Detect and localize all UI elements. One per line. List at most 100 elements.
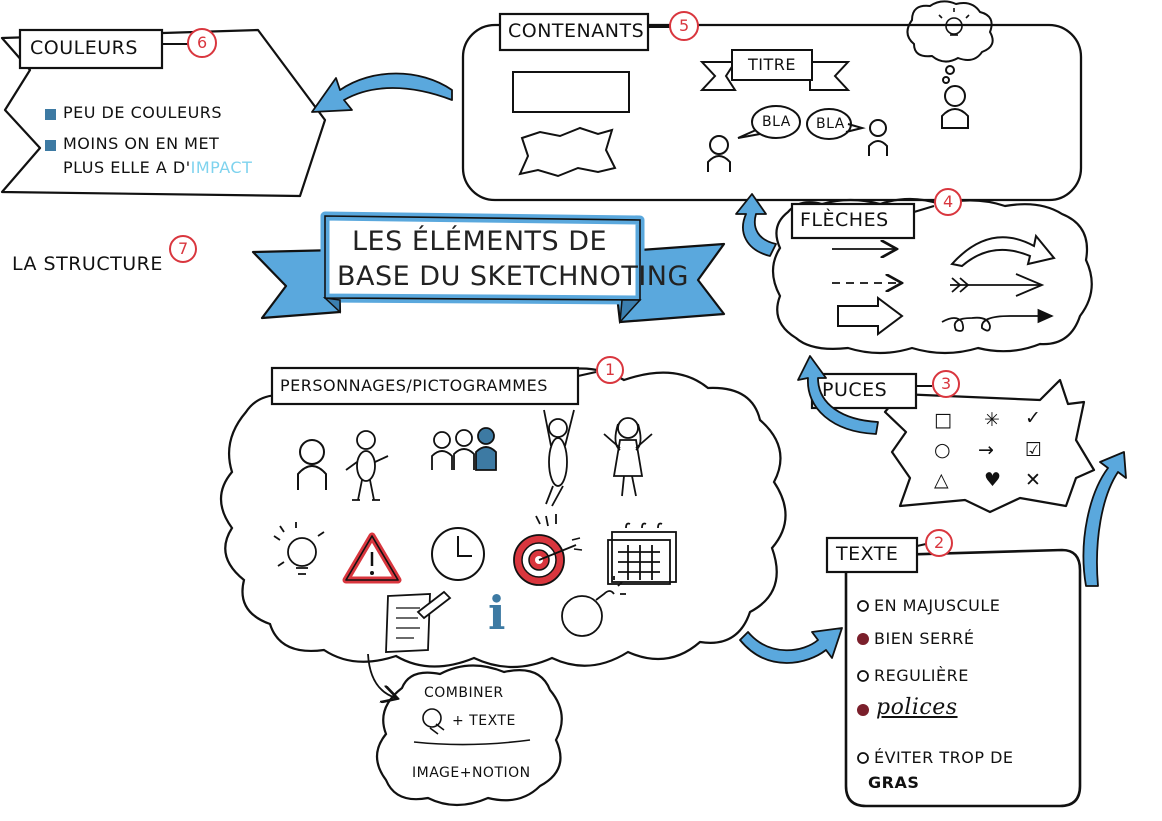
person-icon [707, 135, 731, 172]
blue-curved-arrow [311, 72, 453, 113]
banner-icon [699, 49, 851, 91]
puce-symbol-check: ✓ [1025, 407, 1042, 429]
personnages-section [220, 356, 787, 669]
fleches-section [771, 188, 1093, 355]
puce-symbol-circle: ○ [934, 439, 952, 461]
puce-symbol-cross: ✕ [1025, 469, 1042, 491]
puce-symbol-checkbox: ☑ [1025, 439, 1043, 461]
stick-figure-icon [345, 430, 389, 501]
texte-number: 2 [934, 533, 945, 552]
couleurs-label-box [18, 28, 164, 70]
open-bullet-icon [857, 670, 869, 682]
number-badge-7 [169, 235, 197, 263]
info-icon: i [488, 586, 506, 640]
texte-item-5-line2: GRAS [868, 773, 920, 792]
contenants-heading: CONTENANTS [508, 20, 645, 42]
contenants-frame [461, 23, 1083, 202]
puce-symbol-arrow: → [978, 439, 995, 461]
square-bullet-icon [45, 140, 56, 151]
person-icon [868, 119, 888, 156]
square-bullet-icon [45, 109, 56, 120]
contenants-number: 5 [679, 16, 690, 35]
puce-symbol-square: □ [934, 409, 953, 431]
texte-section [825, 529, 1082, 808]
combiner-line-3: IMAGE+NOTION [412, 765, 531, 781]
personnages-number: 1 [605, 360, 616, 379]
texte-item-1: EN MAJUSCULE [874, 596, 1001, 615]
number-badge-5 [669, 11, 699, 41]
combiner-section [375, 664, 563, 807]
puces-frame [883, 378, 1096, 514]
puce-symbol-heart: ♥ [984, 469, 1002, 491]
rectangle-box-icon [512, 71, 630, 113]
contenants-label-box [498, 12, 650, 52]
couleurs-item-2-prefix: PLUS ELLE A D' [63, 158, 191, 177]
blue-curved-arrow [739, 627, 843, 664]
contenants-section [461, 0, 1083, 202]
banner-label: TITRE [748, 55, 796, 74]
combiner-plus-texte: + TEXTE [452, 713, 516, 729]
page-title-line-1: LES ÉLÉMENTS DE [352, 226, 608, 257]
blue-curved-arrow [797, 355, 879, 435]
fleches-number: 4 [943, 192, 954, 211]
person-icon [297, 439, 327, 490]
number-badge-3 [932, 370, 960, 398]
speech-bubble-icon [737, 105, 866, 140]
combiner-line-1: COMBINER [424, 685, 504, 701]
puces-section [810, 370, 1096, 514]
puce-symbol-triangle: △ [934, 469, 950, 491]
target-icon [513, 534, 583, 586]
texte-item-3: REGULIÈRE [874, 666, 969, 685]
fleches-heading: FLÈCHES [800, 209, 889, 231]
lightbulb-icon [938, 8, 970, 36]
page-title-line-2: BASE DU SKETCHNOTING [337, 261, 689, 292]
document-pen-icon [385, 590, 452, 653]
feathered-arrow-icon [950, 273, 1045, 297]
number-badge-1 [596, 356, 624, 384]
open-bullet-icon [857, 600, 869, 612]
speech-bubble-text-2: BLA [816, 116, 845, 132]
looped-arrow-icon [941, 308, 1054, 332]
combiner-cloud [375, 664, 563, 807]
impact-highlight: IMPACT [190, 158, 253, 177]
number-badge-6 [187, 28, 217, 58]
number-badge-2 [925, 529, 953, 557]
couleurs-item-2-line2: PLUS ELLE A D'IMPACT [63, 160, 252, 176]
structure-number: 7 [178, 239, 189, 258]
texte-heading: TEXTE [836, 543, 899, 565]
clock-icon [431, 527, 485, 581]
couleurs-item-2-line1: MOINS ON EN MET [63, 134, 220, 153]
couleurs-number: 6 [197, 33, 208, 52]
couleurs-banner [0, 28, 327, 198]
fleches-label-box [790, 202, 916, 240]
couleurs-item-1: PEU DE COULEURS [63, 103, 223, 122]
filled-bullet-icon [857, 704, 869, 716]
texte-label-box [825, 536, 919, 574]
calendar-icon [607, 522, 677, 585]
blue-curved-arrow [1082, 451, 1127, 587]
girl-figure-icon [603, 417, 653, 497]
personnages-heading: PERSONNAGES/PICTOGRAMMES [280, 376, 548, 395]
texte-item-4: polices [876, 695, 958, 720]
couleurs-section [0, 28, 327, 198]
open-bullet-icon [857, 752, 869, 764]
warning-icon [342, 532, 402, 584]
bomb-icon [561, 576, 626, 637]
person-icon [941, 85, 969, 129]
jagged-box-icon [518, 126, 617, 178]
fleches-cloud [771, 197, 1093, 355]
speech-bubble-text-1: BLA [762, 114, 791, 130]
title-ribbon [251, 211, 726, 325]
texte-item-5-line1: ÉVITER TROP DE [874, 748, 1014, 767]
thought-bubble-icon [906, 0, 994, 84]
lightbulb-icon [422, 708, 445, 735]
blue-curved-arrow [735, 193, 777, 257]
couleurs-heading: COULEURS [30, 37, 138, 59]
puce-symbol-star: ✳ [984, 409, 1001, 431]
number-badge-4 [934, 188, 962, 216]
jumping-figure-icon [535, 409, 575, 527]
personnages-label-box [270, 366, 580, 406]
filled-bullet-icon [857, 633, 869, 645]
curved-arrow-icon [950, 233, 1056, 268]
